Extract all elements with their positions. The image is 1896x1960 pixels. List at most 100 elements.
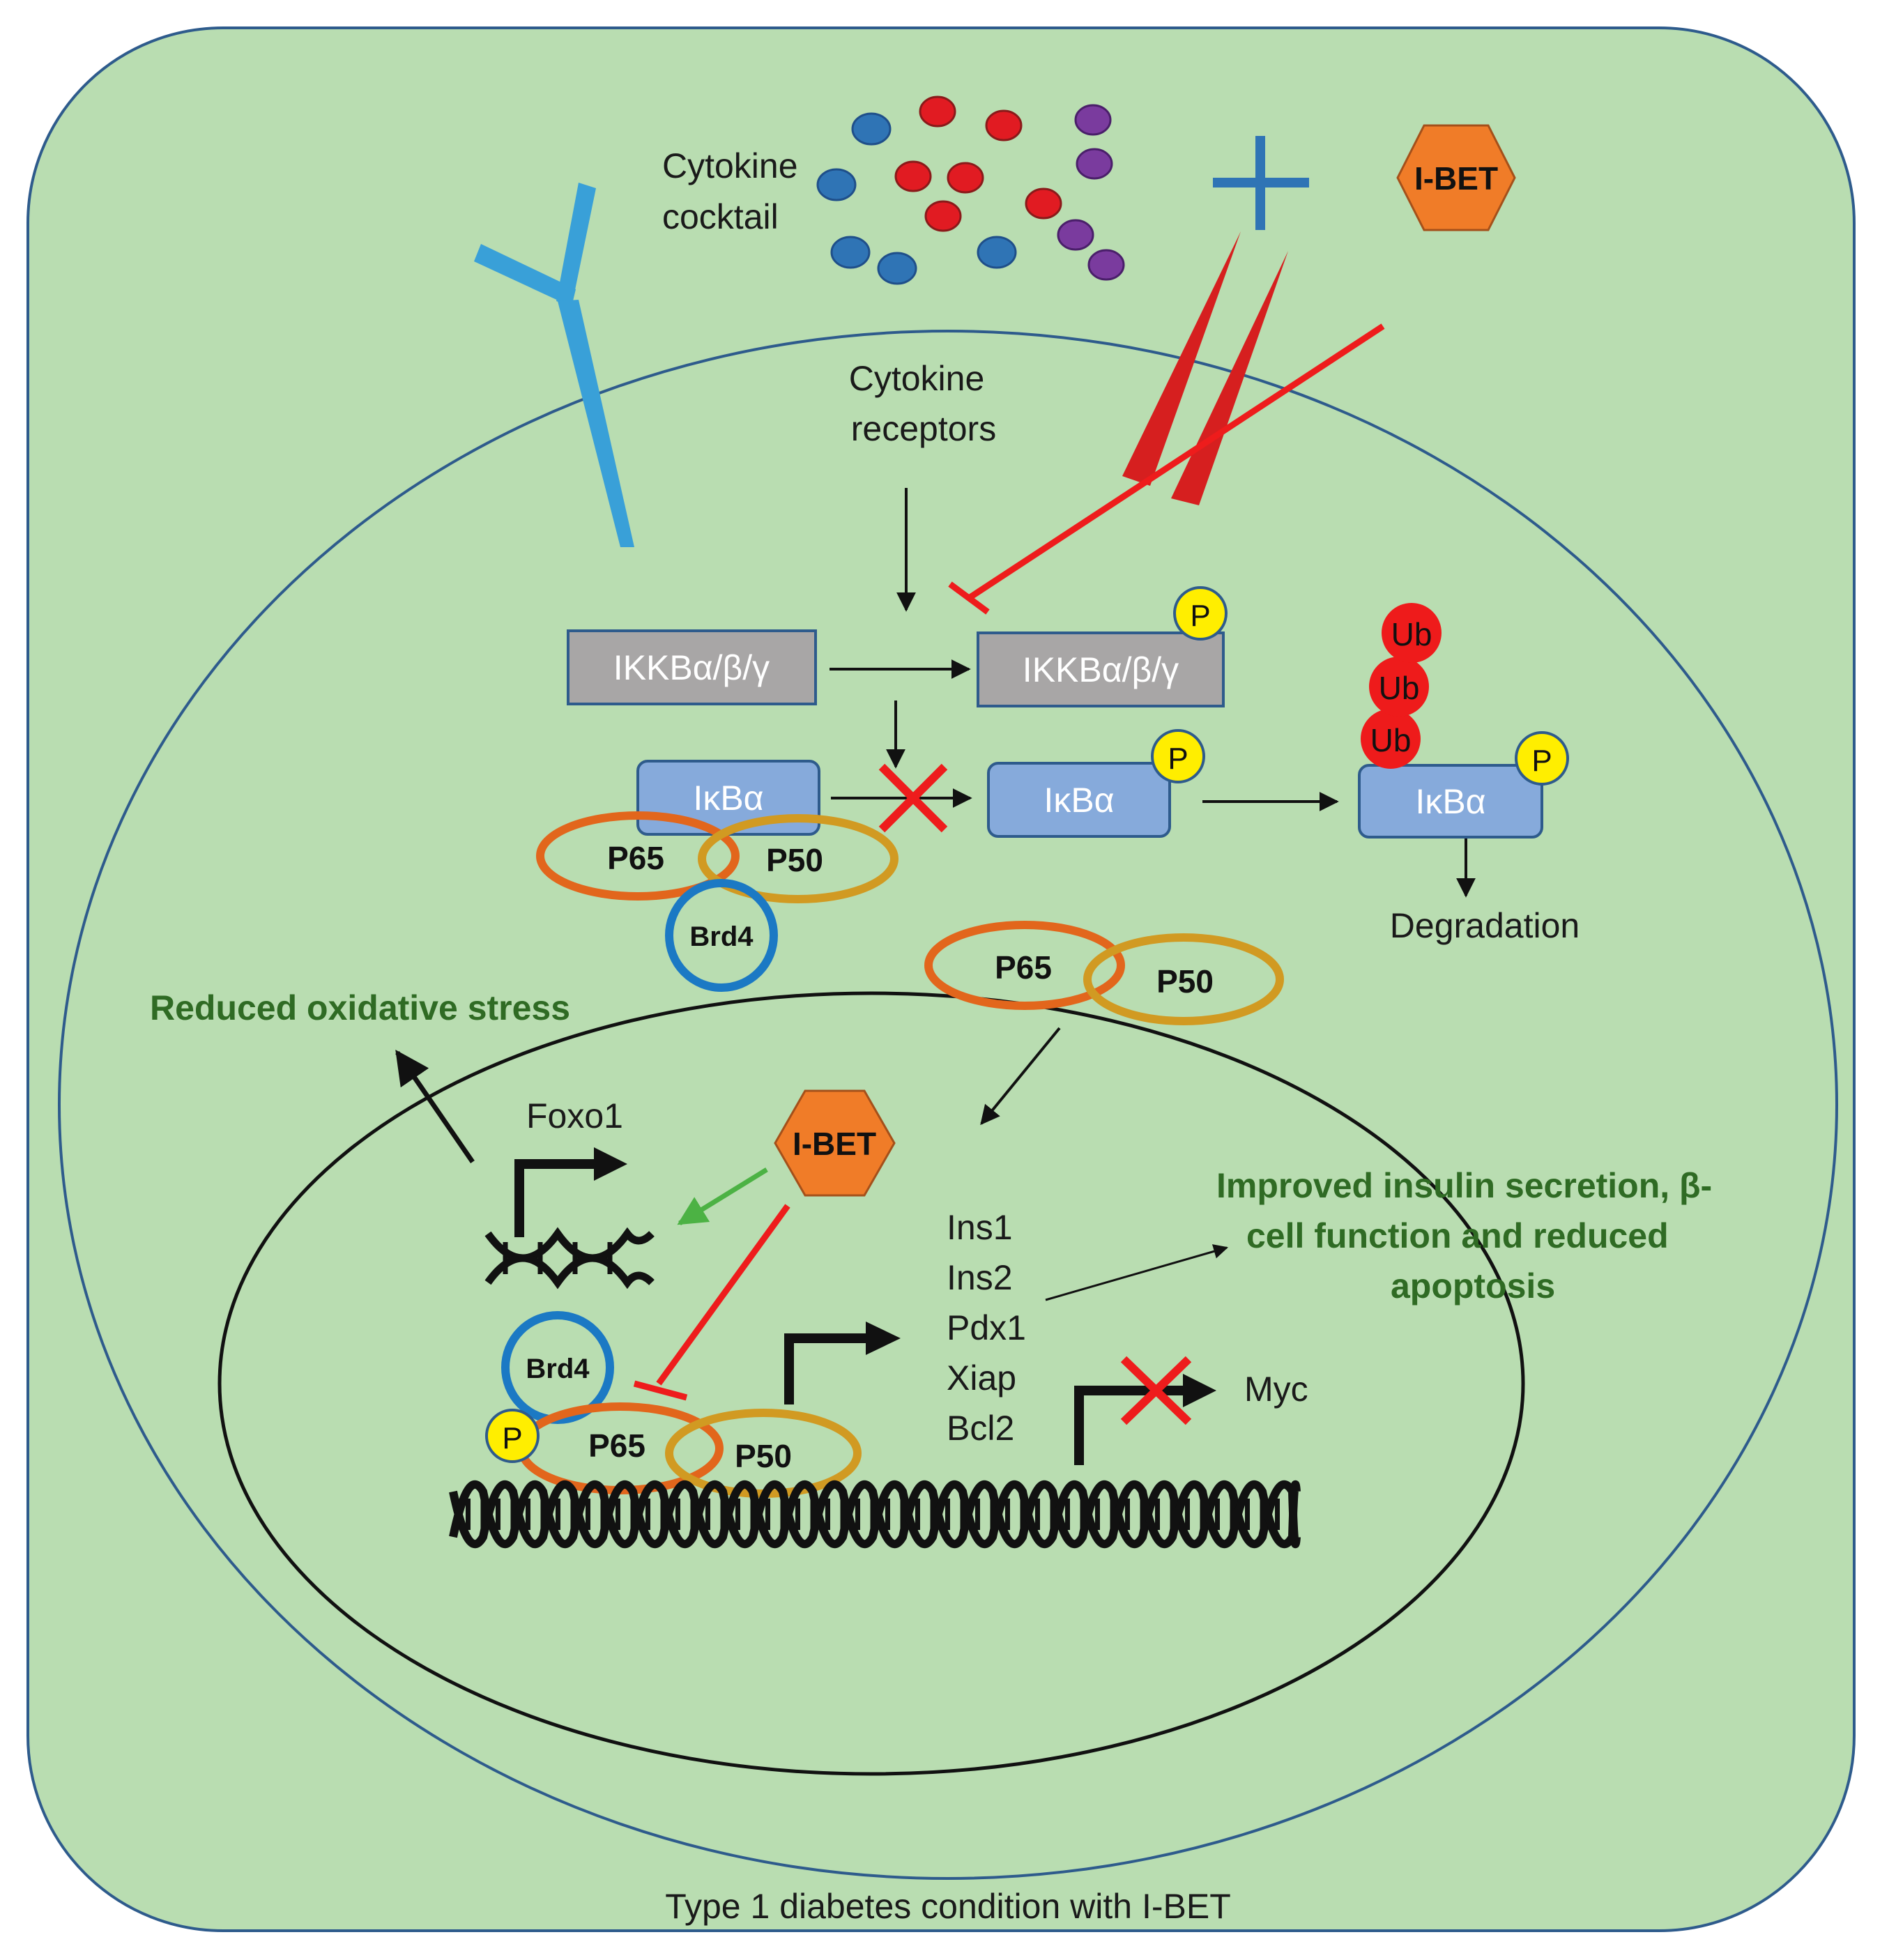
foxo1-dna-icon (484, 1227, 655, 1289)
cytokine-dot (985, 109, 1023, 141)
brd4-protein (665, 879, 778, 992)
cytokine-dot (877, 252, 917, 285)
phosphate-marker (1151, 729, 1205, 783)
inhibition-line-nucleus (656, 1204, 790, 1386)
free-nfkb-dimer: P65 P50 (924, 921, 1284, 1025)
ubiquitin-label: Ub (1379, 670, 1420, 706)
phosphate-label: P (1190, 599, 1210, 633)
phosphate-marker (485, 1409, 540, 1463)
ubiquitin-marker (1361, 709, 1421, 769)
cytokine-cocktail-label: cocktail (662, 197, 779, 236)
arrow-to-improved-function (1045, 1244, 1229, 1301)
cell-membrane (58, 330, 1838, 1880)
cytokine-dot (1057, 219, 1094, 251)
foxo1-label: Foxo1 (526, 1096, 623, 1135)
arrow-nuclear-translocation (980, 1027, 1061, 1126)
ubiquitin-marker (1369, 657, 1429, 717)
p65-label: P65 (607, 840, 664, 876)
foxo1-promoter-arrowhead (594, 1147, 627, 1181)
phosphate-label: P (1531, 744, 1552, 778)
nucleus-membrane (217, 991, 1525, 1776)
dna-double-helix-icon (449, 1480, 1301, 1549)
cytokine-cocktail-label: Cytokine (662, 146, 798, 185)
cytokine-dot (830, 236, 871, 269)
reduced-oxidative-stress-label: Reduced oxidative stress (150, 988, 570, 1027)
ikba-label: IκBα (693, 779, 763, 818)
phosphate-label: P (1168, 742, 1188, 776)
ikk-label: IKKBα/β/γ (1023, 650, 1179, 689)
ubiquitin-marker (1382, 603, 1442, 663)
myc-label: Myc (1244, 1370, 1308, 1409)
gene-label-ins2: Ins2 (947, 1258, 1013, 1297)
ikba-ubiquitinated: IκBα P Ub Ub Ub (1358, 603, 1569, 839)
ikba-phosphorylated: IκBα P (987, 729, 1205, 838)
cytokine-dot (924, 200, 962, 232)
cytokine-dot (977, 236, 1017, 269)
p65-label: P65 (995, 949, 1052, 986)
cytokine-receptor-icon (474, 183, 634, 547)
phosphate-marker (1173, 586, 1228, 641)
p65-label: P65 (588, 1427, 645, 1464)
cytokine-dot (851, 112, 892, 146)
ibet-hexagon-nucleus: I-BET (774, 1089, 896, 1197)
p50-subunit (1083, 933, 1284, 1025)
inhibition-bar-nucleus (633, 1380, 688, 1401)
cytokine-dot (894, 160, 932, 192)
cytokine-dot (947, 162, 984, 194)
cytokine-dot (1076, 148, 1113, 180)
target-gene-promoter-arrow-icon (784, 1333, 868, 1404)
green-arrow-activates-foxo1 (677, 1167, 768, 1225)
cytokine-cocktail-dots (816, 95, 1125, 285)
brd4-label: Brd4 (526, 1354, 590, 1384)
myc-promoter-arrow-icon (1074, 1386, 1185, 1465)
blocked-cross-icon (878, 763, 948, 833)
ikk-complex-phosphorylated: IKKBα/β/γ P (977, 586, 1228, 707)
gene-label-ins1: Ins1 (947, 1208, 1013, 1247)
ibet-label: I-BET (1414, 160, 1498, 197)
myc-promoter-arrowhead (1183, 1374, 1216, 1407)
gene-label-xiap: Xiap (947, 1358, 1016, 1398)
cytokine-dot (1074, 104, 1112, 136)
improved-function-label: Improved insulin secretion, β- (1216, 1166, 1712, 1205)
p65-subunit (536, 811, 740, 901)
plus-icon (1213, 136, 1309, 230)
p50-subunit (698, 814, 899, 903)
p50-label: P50 (766, 842, 823, 878)
phosphate-label: P (502, 1421, 522, 1455)
p50-label: P50 (1156, 963, 1214, 1000)
inhibition-bar (948, 581, 990, 615)
phosphate-marker (1515, 731, 1569, 786)
ikba-nfkb-complex: IκBα P65 P50 Brd4 (536, 760, 899, 992)
cytokine-dot (1087, 249, 1125, 281)
ikba-label: IκBα (1043, 781, 1114, 820)
inhibition-line (967, 323, 1385, 601)
ibet-hexagon-top: I-BET (1396, 124, 1516, 231)
degradation-label: Degradation (1390, 906, 1580, 945)
p65-subunit (924, 921, 1125, 1010)
ikk-label: IKKBα/β/γ (613, 648, 770, 687)
ikk-complex-inactive: IKKBα/β/γ (567, 629, 817, 705)
foxo1-promoter-arrow-icon (514, 1159, 596, 1237)
improved-function-label: cell function and reduced (1246, 1216, 1669, 1255)
dna-strand (449, 1480, 1301, 1549)
ubiquitin-label: Ub (1391, 616, 1432, 652)
p50-label: P50 (735, 1438, 792, 1474)
diagram-caption: Type 1 diabetes condition with I-BET (665, 1887, 1231, 1926)
nuclear-nfkb-brd4-complex: Brd4 P65 P50 P (485, 1311, 862, 1498)
gene-label-bcl2: Bcl2 (947, 1409, 1014, 1448)
myc-blocked-cross-icon (1120, 1356, 1192, 1425)
cytokine-receptors-label: Cytokine (849, 359, 985, 398)
arrow-to-reduced-stress (395, 1049, 475, 1163)
cytokine-receptors-label: receptors (851, 409, 996, 448)
ibet-label: I-BET (793, 1126, 876, 1162)
cytokine-dot (1025, 187, 1062, 220)
ibet-drug-spikes-icon (1122, 231, 1288, 505)
cytokine-dot (919, 95, 956, 128)
ubiquitin-label: Ub (1370, 722, 1412, 758)
ikba-label: IκBα (1415, 782, 1485, 821)
improved-function-label: apoptosis (1391, 1266, 1555, 1306)
gene-label-pdx1: Pdx1 (947, 1308, 1026, 1347)
cytokine-dot (816, 168, 857, 201)
brd4-label: Brd4 (689, 921, 754, 952)
